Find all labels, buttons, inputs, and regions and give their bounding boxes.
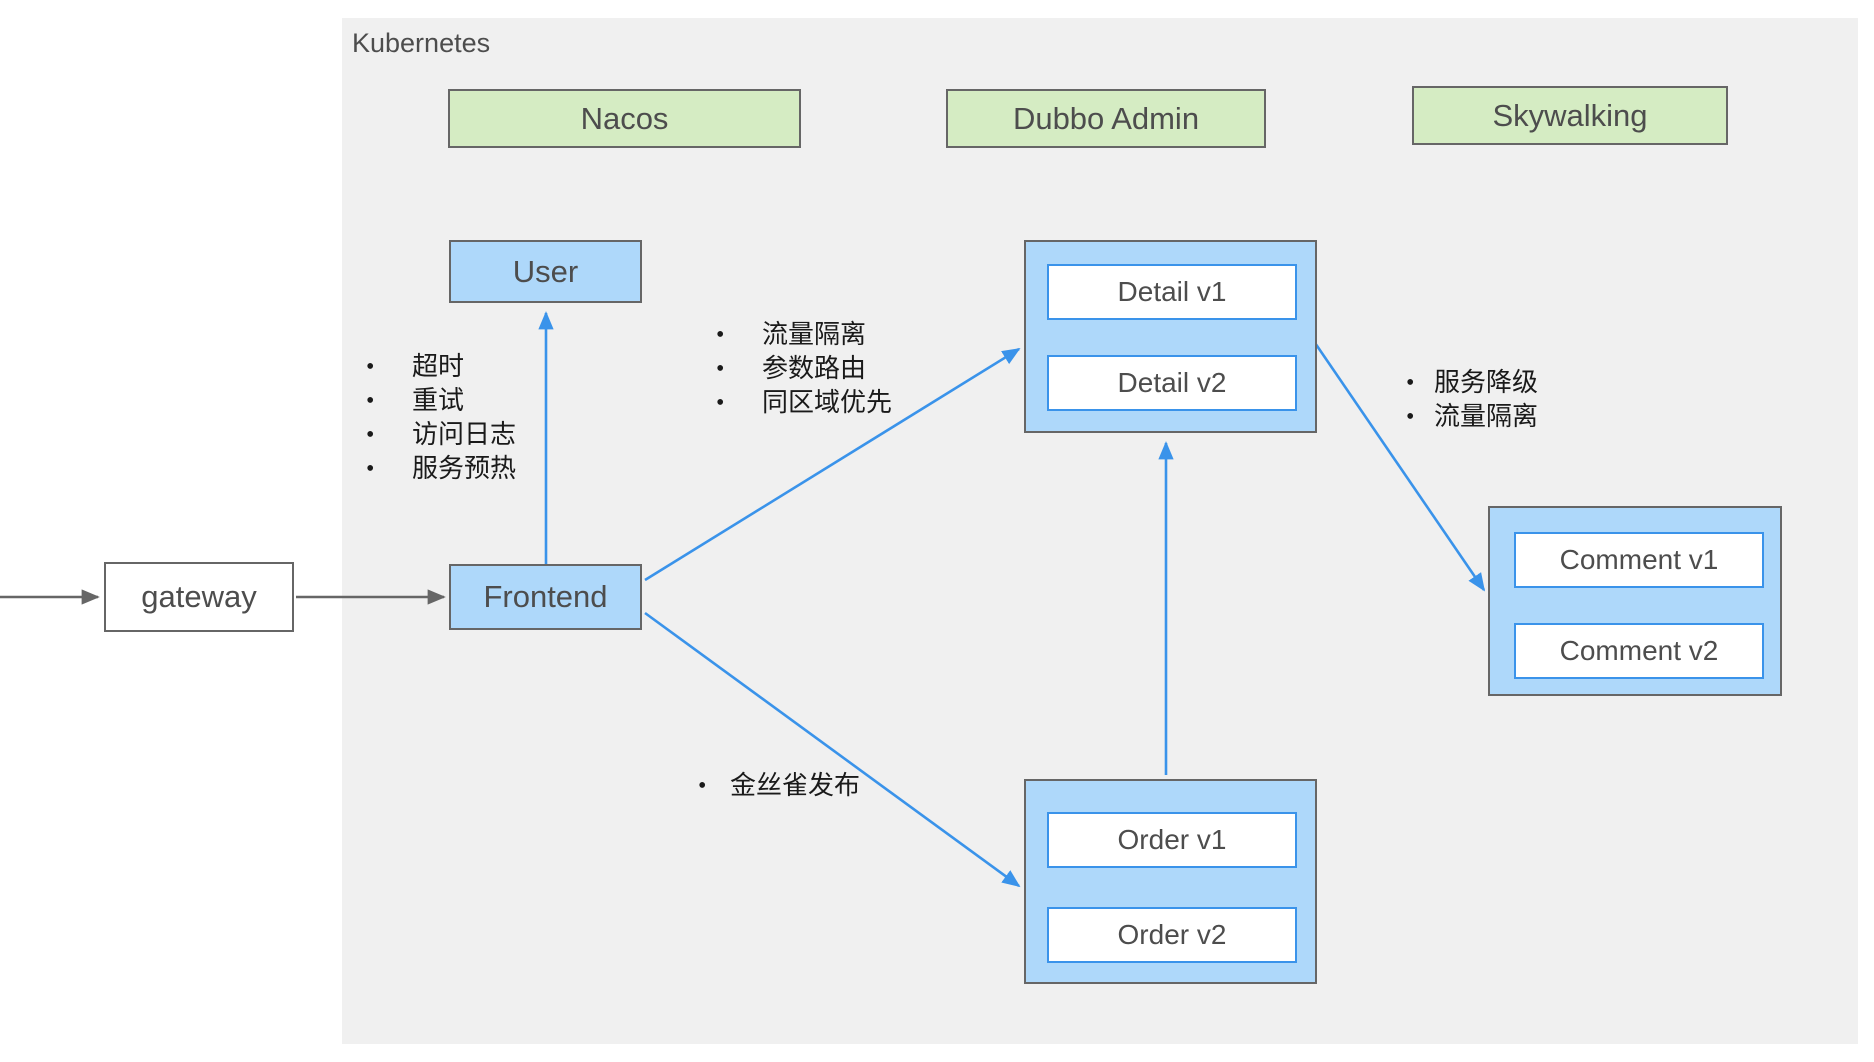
service-version-comment-v1[interactable]: Comment v1: [1514, 532, 1764, 588]
annotation-item: 超时: [360, 350, 516, 384]
service-version-comment-v2[interactable]: Comment v2: [1514, 623, 1764, 679]
service-version-detail-v2[interactable]: Detail v2: [1047, 355, 1297, 411]
node-label: User: [512, 253, 579, 289]
service-version-label: Order v1: [1117, 824, 1227, 855]
annotation-item: 访问日志: [360, 418, 516, 452]
annotation-item: 流量隔离: [1400, 400, 1538, 434]
annotation-item: 服务预热: [360, 452, 516, 486]
node-label: Frontend: [483, 579, 608, 614]
platform-service-dubbo-admin[interactable]: Dubbo Admin: [946, 89, 1266, 148]
annotation-item: 重试: [360, 384, 516, 418]
node-gateway[interactable]: gateway: [104, 562, 294, 632]
annotation-detail-to-comment: 服务降级 流量隔离: [1400, 366, 1538, 434]
service-version-order-v1[interactable]: Order v1: [1047, 812, 1297, 868]
annotation-frontend-to-detail: 流量隔离 参数路由 同区域优先: [710, 318, 892, 420]
node-label: gateway: [141, 579, 257, 614]
service-version-label: Detail v1: [1117, 276, 1227, 307]
annotation-frontend-to-order: 金丝雀发布: [692, 769, 860, 803]
platform-service-nacos[interactable]: Nacos: [448, 89, 801, 148]
node-frontend[interactable]: Frontend: [449, 564, 642, 630]
service-version-label: Comment v1: [1559, 544, 1719, 575]
annotation-item: 流量隔离: [710, 318, 892, 352]
platform-service-label: Skywalking: [1492, 97, 1648, 133]
annotation-item: 服务降级: [1400, 366, 1538, 400]
annotation-item: 金丝雀发布: [692, 769, 860, 803]
annotation-item: 同区域优先: [710, 386, 892, 420]
service-group-comment[interactable]: Comment v1 Comment v2: [1488, 506, 1782, 696]
service-version-label: Detail v2: [1117, 367, 1227, 398]
service-group-detail[interactable]: Detail v1 Detail v2: [1024, 240, 1317, 433]
service-version-label: Order v2: [1117, 919, 1227, 950]
platform-service-label: Nacos: [580, 100, 669, 136]
annotation-item: 参数路由: [710, 352, 892, 386]
annotation-gateway-to-frontend: 超时 重试 访问日志 服务预热: [360, 350, 516, 486]
kubernetes-label: Kubernetes: [352, 28, 491, 58]
service-version-label: Comment v2: [1559, 635, 1719, 666]
service-group-order[interactable]: Order v1 Order v2: [1024, 779, 1317, 984]
platform-service-skywalking[interactable]: Skywalking: [1412, 86, 1728, 145]
node-user[interactable]: User: [449, 240, 642, 303]
platform-service-label: Dubbo Admin: [1012, 100, 1200, 136]
service-version-detail-v1[interactable]: Detail v1: [1047, 264, 1297, 320]
service-version-order-v2[interactable]: Order v2: [1047, 907, 1297, 963]
